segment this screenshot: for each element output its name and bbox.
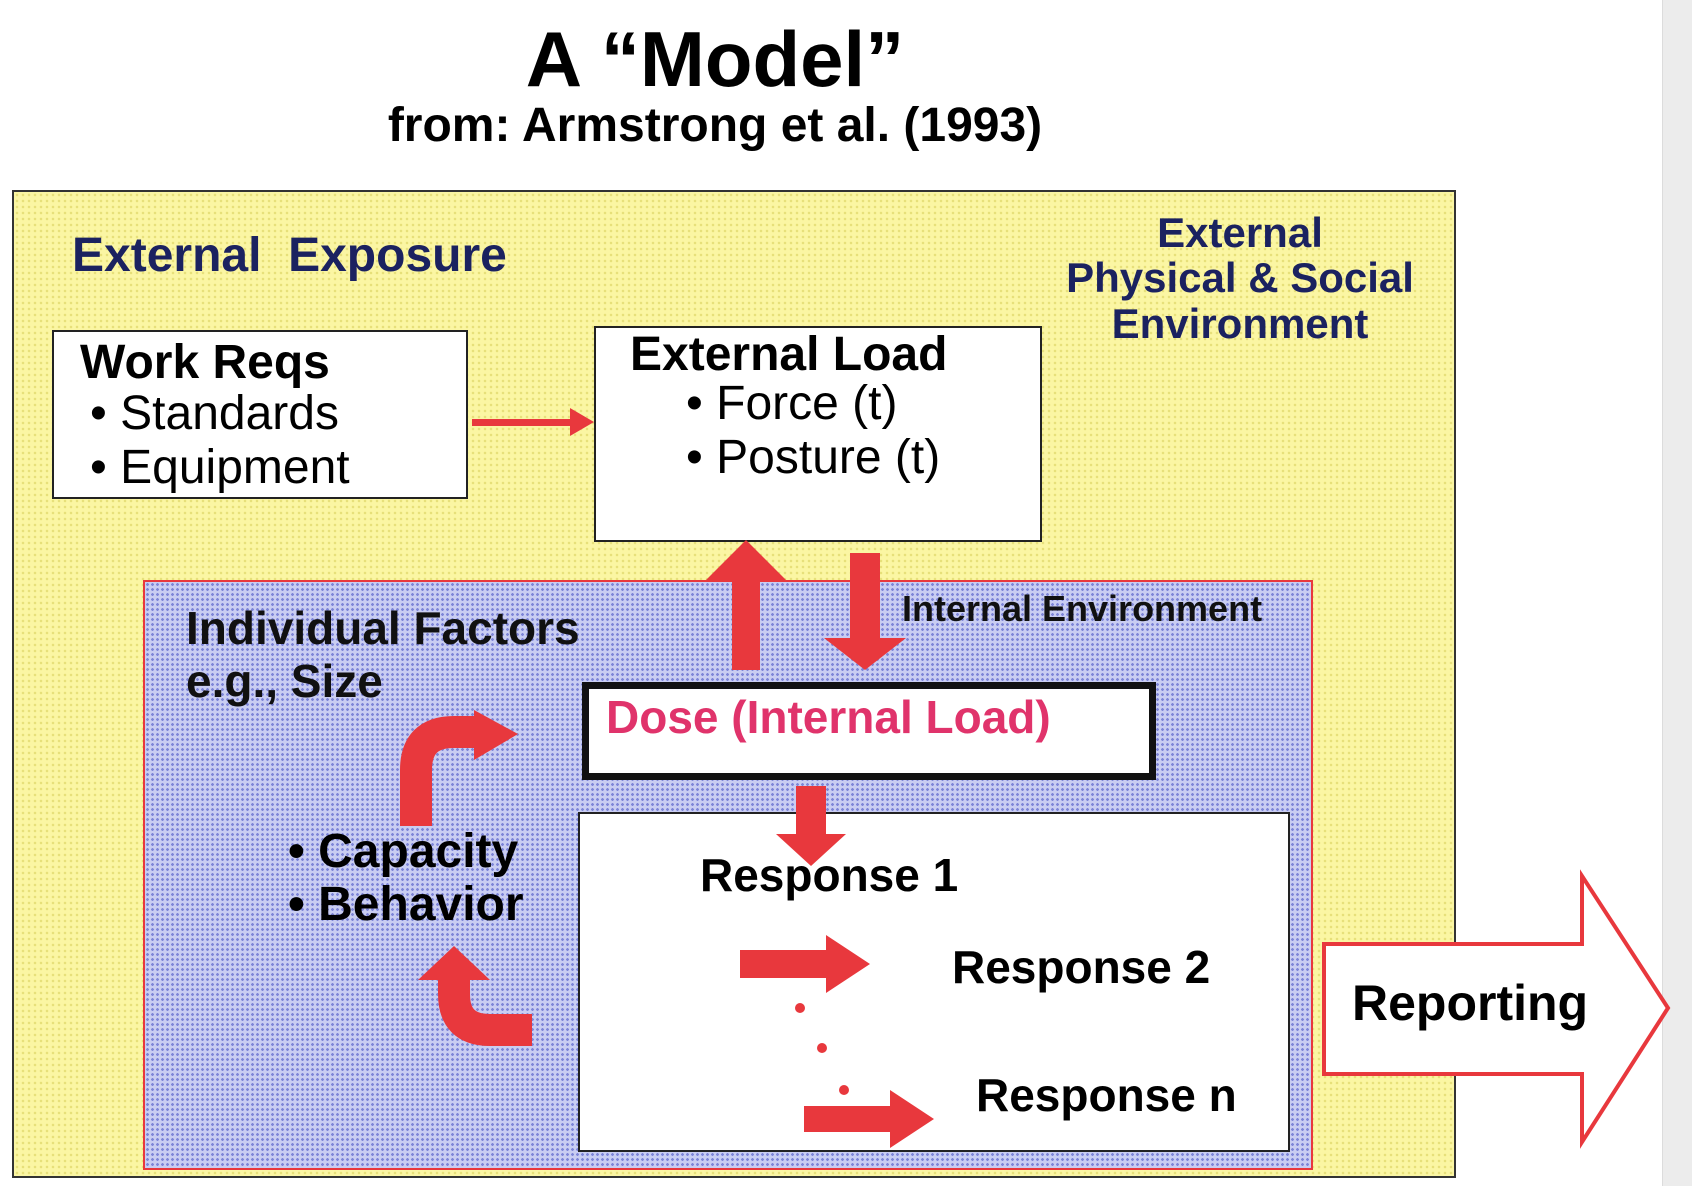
dose-to-response-arrow-icon (776, 786, 846, 866)
ellipsis-dot (839, 1085, 849, 1095)
environment-line-3: Environment (1111, 299, 1369, 347)
work-reqs-item: • Standards (90, 387, 339, 440)
response-n-arrow-icon (804, 1090, 934, 1148)
internal-environment-label: Internal Environment (902, 588, 1263, 629)
curved-up-arrowhead (474, 710, 518, 760)
work-reqs-item: • Equipment (90, 441, 350, 494)
individual-factors-line-1: Individual Factors (186, 602, 580, 654)
response-2-arrow-icon (740, 935, 870, 993)
response-2-label: Response 2 (952, 941, 1211, 993)
work-reqs-box (52, 330, 468, 499)
external-load-item: • Force (t) (686, 377, 898, 430)
environment-label: External Physical & Social Environment (1055, 210, 1425, 346)
ellipsis-dot (817, 1043, 827, 1053)
reporting-arrow (1322, 869, 1671, 1149)
diagram-subtitle: from: Armstrong et al. (1993) (387, 99, 1043, 152)
up-arrow-icon (706, 540, 786, 670)
individual-factors-label: Individual Factors e.g., Size (186, 602, 580, 708)
external-load-item: • Posture (t) (686, 431, 941, 484)
environment-line-1: External (1157, 209, 1323, 256)
curved-back-arrow-icon (438, 978, 532, 1046)
work-to-load-arrow (472, 408, 594, 436)
individual-factors-items: • Capacity • Behavior (288, 825, 524, 932)
responses-box (578, 812, 1290, 1152)
behavior-item: • Behavior (288, 877, 524, 931)
page-scroll-gutter (1662, 0, 1692, 1186)
dose-label: Dose (Internal Load) (606, 691, 1051, 743)
work-reqs-title: Work Reqs (80, 336, 330, 389)
down-arrow-icon (824, 553, 906, 670)
environment-line-2: Physical & Social (1066, 254, 1414, 302)
response-1-label: Response 1 (700, 849, 959, 901)
individual-factors-line-2: e.g., Size (186, 654, 383, 707)
ellipsis-dot (795, 1003, 805, 1013)
external-exposure-label: External Exposure (72, 229, 507, 282)
dose-box (582, 682, 1156, 780)
reporting-label: Reporting (1352, 975, 1589, 1031)
external-load-title: External Load (630, 328, 948, 381)
curved-back-arrowhead (418, 946, 490, 980)
diagram-title: A “Model” (525, 15, 905, 103)
external-load-box (594, 326, 1042, 542)
curved-up-arrow-icon (400, 716, 478, 826)
capacity-item: • Capacity (288, 825, 519, 878)
response-n-label: Response n (976, 1069, 1237, 1121)
